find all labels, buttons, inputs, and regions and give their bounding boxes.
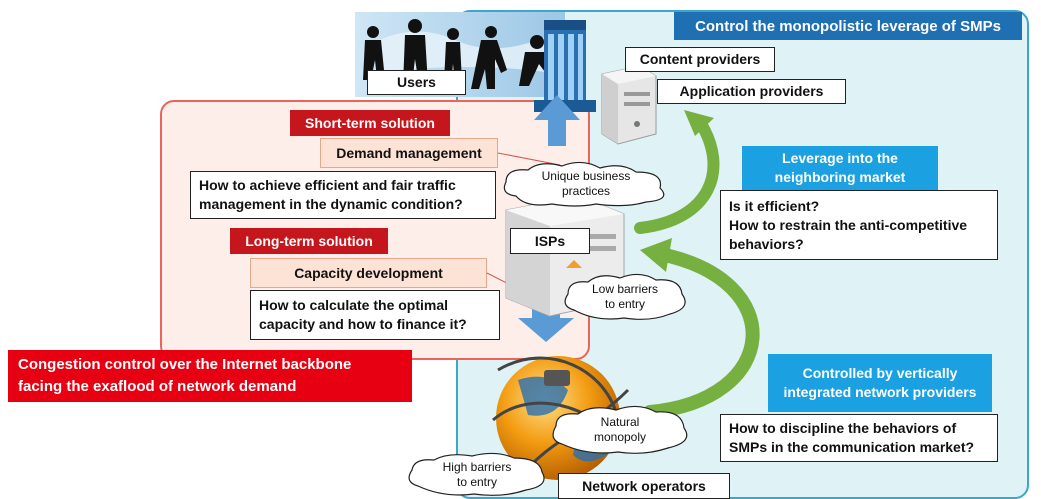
- up-arrow-icon: [534, 95, 580, 146]
- controlled-question-line1: How to discipline the behaviors of: [729, 420, 957, 436]
- cloud-high-line1: High barriers: [442, 460, 512, 474]
- controlled-badge: Controlled by vertically integrated netw…: [768, 354, 992, 412]
- leverage-badge-line1: Leverage into the: [782, 150, 898, 166]
- long-term-badge: Long-term solution: [230, 228, 388, 254]
- office-building-icon: [530, 14, 600, 114]
- demand-management-label: Demand management: [320, 138, 498, 168]
- cloud-icon: Unique business practices: [496, 160, 676, 208]
- short-term-question-line1: How to achieve efficient and fair traffi…: [199, 177, 456, 193]
- cloud-low-line1: Low barriers: [591, 282, 659, 296]
- congestion-banner: Congestion control over the Internet bac…: [8, 350, 412, 402]
- short-term-question-line2: management in the dynamic condition?: [199, 196, 463, 212]
- leverage-question: Is it efficient? How to restrain the ant…: [720, 190, 998, 260]
- cloud-high-line2: to entry: [456, 475, 498, 489]
- short-term-badge: Short-term solution: [290, 110, 450, 136]
- green-curved-arrow-icon: [634, 110, 760, 419]
- cloud-natural-line2: monopoly: [593, 430, 647, 444]
- cloud-natural-line1: Natural: [600, 415, 640, 429]
- diagram-title: Control the monopolistic leverage of SMP…: [674, 12, 1022, 40]
- controlled-question-line2: SMPs in the communication market?: [729, 439, 975, 455]
- long-term-question-line2: capacity and how to finance it?: [259, 316, 467, 332]
- cloud-low-line2: to entry: [604, 297, 646, 311]
- cloud-unique-line2: practices: [561, 184, 611, 198]
- congestion-line1: Congestion control over the Internet bac…: [18, 356, 352, 373]
- cloud-icon: Low barriers to entry: [560, 272, 690, 322]
- short-term-question: How to achieve efficient and fair traffi…: [190, 171, 496, 219]
- application-providers-label: Application providers: [657, 79, 846, 104]
- leverage-badge: Leverage into the neighboring market: [742, 146, 938, 190]
- controlled-question: How to discipline the behaviors of SMPs …: [720, 414, 998, 462]
- controlled-badge-line2: integrated network providers: [783, 384, 977, 400]
- content-providers-label: Content providers: [625, 47, 775, 72]
- congestion-line2: facing the exaflood of network demand: [18, 378, 297, 395]
- cloud-icon: Natural monopoly: [548, 404, 692, 456]
- controlled-badge-line1: Controlled by vertically: [802, 365, 958, 381]
- isps-label: ISPs: [510, 228, 590, 254]
- business-people-icon: [355, 12, 565, 97]
- leverage-question-line2: How to restrain the anti-competitive: [729, 216, 968, 233]
- leverage-question-line3: behaviors?: [729, 235, 804, 252]
- users-label: Users: [367, 70, 466, 95]
- long-term-question: How to calculate the optimal capacity an…: [250, 290, 500, 340]
- server-icon: [592, 62, 662, 146]
- capacity-development-label: Capacity development: [250, 258, 487, 288]
- leverage-badge-line2: neighboring market: [774, 169, 906, 185]
- cloud-unique-line1: Unique business: [541, 169, 631, 183]
- network-operators-label: Network operators: [558, 473, 730, 499]
- long-term-question-line1: How to calculate the optimal: [259, 297, 449, 313]
- leverage-question-line1: Is it efficient?: [729, 197, 820, 214]
- cloud-icon: High barriers to entry: [404, 452, 550, 498]
